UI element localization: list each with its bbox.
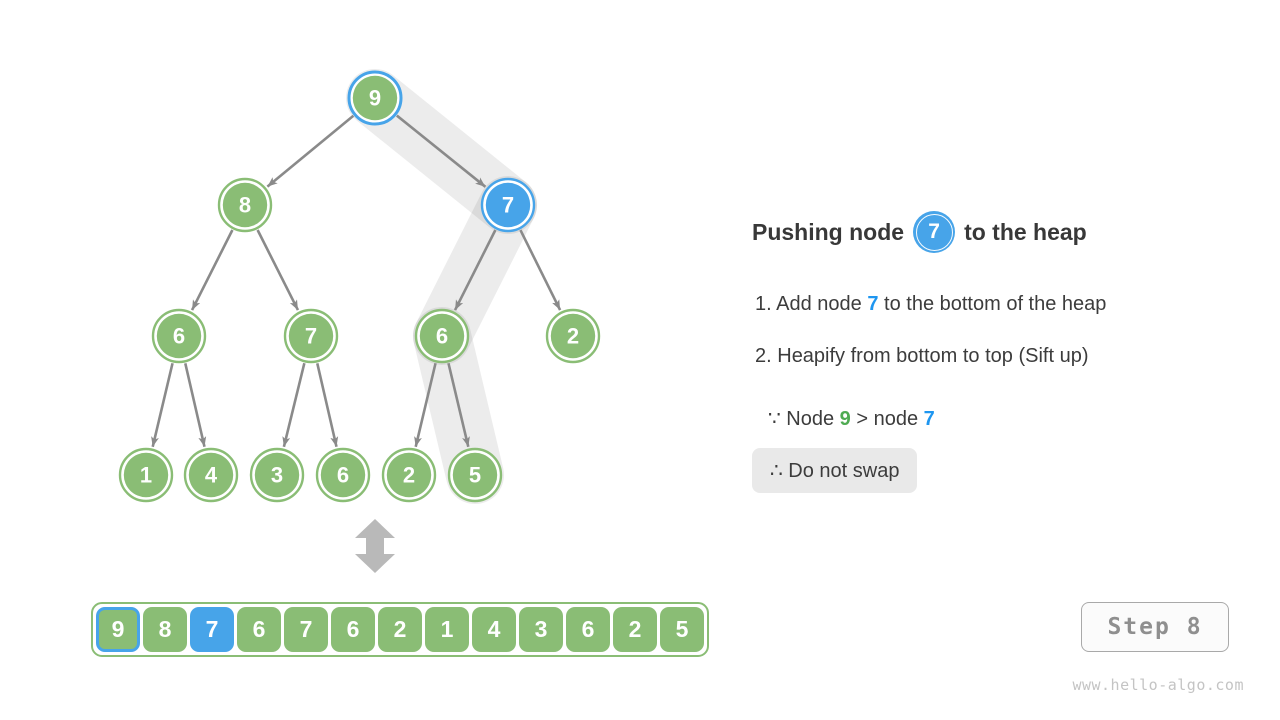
svg-text:3: 3 — [271, 463, 283, 488]
tree-edge — [151, 362, 174, 448]
array-cell-9: 9 — [96, 607, 140, 652]
because-value-9: 9 — [839, 408, 851, 430]
panel-title: Pushing node 7 to the heap — [752, 210, 1222, 254]
svg-text:2: 2 — [403, 463, 415, 488]
array-cell-7: 7 — [190, 607, 234, 652]
tree-node-5: 5 — [447, 447, 503, 503]
tree-node-8: 8 — [217, 177, 273, 233]
tree-node-9: 9 — [347, 70, 403, 126]
step-2-number: 2. — [755, 345, 772, 367]
array-cell-8: 8 — [143, 607, 187, 652]
tree-edge — [316, 362, 339, 448]
tree-edge — [266, 114, 355, 188]
svg-text:7: 7 — [502, 193, 514, 218]
array-cell-2: 2 — [613, 607, 657, 652]
svg-text:9: 9 — [369, 86, 381, 111]
array-cell-6: 6 — [237, 607, 281, 652]
tree-node-6: 6 — [151, 308, 207, 364]
svg-text:5: 5 — [469, 463, 481, 488]
tree-edge — [256, 229, 300, 311]
up-down-arrow-icon — [355, 519, 395, 573]
pushed-node-badge: 7 — [913, 211, 956, 253]
step-1-text-after: to the bottom of the heap — [878, 293, 1107, 315]
array-cell-7: 7 — [284, 607, 328, 652]
tree-node-7: 7 — [283, 308, 339, 364]
tree-edge — [190, 229, 234, 311]
pushed-node-value: 7 — [928, 220, 940, 243]
because-value-7: 7 — [923, 408, 935, 430]
svg-text:4: 4 — [205, 463, 218, 488]
svg-text:6: 6 — [436, 324, 448, 349]
svg-text:2: 2 — [567, 324, 579, 349]
svg-text:6: 6 — [173, 324, 185, 349]
svg-text:7: 7 — [305, 324, 317, 349]
site-url: www.hello-algo.com — [1072, 676, 1244, 694]
array-cell-4: 4 — [472, 607, 516, 652]
because-symbol: ∵ — [768, 408, 781, 430]
array-cell-2: 2 — [378, 607, 422, 652]
svg-text:6: 6 — [337, 463, 349, 488]
tree-node-6: 6 — [414, 308, 470, 364]
step-1-number: 1. — [755, 293, 772, 315]
step-2-text: Heapify from bottom to top (Sift up) — [771, 345, 1089, 367]
array-cell-3: 3 — [519, 607, 563, 652]
step-1-text: Add node — [771, 293, 868, 315]
svg-text:8: 8 — [239, 193, 251, 218]
instruction-step-2: 2. Heapify from bottom to top (Sift up) — [755, 345, 1088, 368]
array-cell-6: 6 — [566, 607, 610, 652]
array-cell-1: 1 — [425, 607, 469, 652]
step-counter: Step 8 — [1081, 602, 1229, 652]
heap-tree: 9 8 7 6 7 6 2 1 4 3 6 2 5 — [118, 69, 601, 504]
tree-edge — [184, 362, 207, 448]
tree-node-2: 2 — [381, 447, 437, 503]
tree-edge — [453, 229, 497, 311]
svg-text:1: 1 — [140, 463, 152, 488]
because-text-2: > node — [850, 408, 924, 430]
tree-edge — [414, 362, 437, 448]
tree-edge — [447, 362, 470, 448]
because-statement: ∵ Node 9 > node 7 — [768, 406, 935, 431]
step-1-highlight: 7 — [867, 293, 879, 315]
tree-node-3: 3 — [249, 447, 305, 503]
tree-edge — [519, 229, 562, 311]
tree-edge — [282, 362, 306, 448]
array-cell-5: 5 — [660, 607, 704, 652]
because-text-1: Node — [780, 408, 840, 430]
tree-node-2: 2 — [545, 308, 601, 364]
tree-node-6: 6 — [315, 447, 371, 503]
title-suffix: to the heap — [964, 218, 1087, 245]
tree-node-7: 7 — [480, 177, 536, 233]
title-prefix: Pushing node — [752, 218, 905, 245]
tree-node-4: 4 — [183, 447, 239, 503]
step-counter-label: Step 8 — [1107, 614, 1203, 640]
instruction-step-1: 1. Add node 7 to the bottom of the heap — [755, 293, 1106, 316]
therefore-statement: ∴ Do not swap — [752, 448, 918, 493]
explanation-panel: Pushing node 7 to the heap 1. Add node 7 t… — [752, 210, 1222, 493]
tree-edge — [396, 114, 487, 188]
array-cell-6: 6 — [331, 607, 375, 652]
tree-node-1: 1 — [118, 447, 174, 503]
